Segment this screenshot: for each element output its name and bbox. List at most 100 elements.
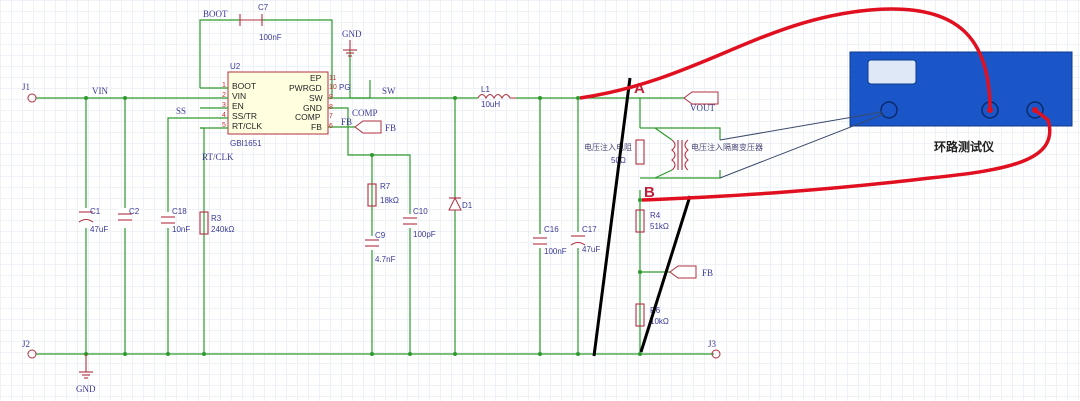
loop-analyzer [849,51,1073,127]
svg-text:电压注入电阻: 电压注入电阻 [584,142,632,152]
svg-text:FB: FB [702,268,713,278]
svg-text:C9: C9 [375,231,386,240]
svg-text:51kΩ: 51kΩ [650,222,669,231]
svg-text:U2: U2 [230,62,241,71]
svg-text:C17: C17 [582,225,597,234]
capacitor-c18: C18 10nF [161,207,190,234]
pin-sw: SW [309,93,323,103]
svg-text:9: 9 [329,94,333,101]
svg-text:10uH: 10uH [481,100,500,109]
svg-text:4: 4 [222,112,226,119]
resistor-r7: R7 18kΩ [367,182,399,207]
svg-text:8: 8 [329,104,333,111]
probe-cables [579,7,1052,202]
capacitor-c16: C16 100nF [533,225,567,256]
capacitor-c9: C9 4.7nF [365,231,396,264]
svg-text:PG: PG [339,83,351,92]
svg-text:D1: D1 [462,201,473,210]
svg-text:100pF: 100pF [413,230,436,239]
svg-text:7: 7 [329,113,333,120]
net-tag-fb-ic: FB FB [341,117,396,134]
capacitor-c10: C10 100pF [403,207,436,239]
isolation-transformer: 电压注入隔离变压器 [654,127,763,179]
svg-text:R4: R4 [650,211,661,220]
svg-text:6: 6 [329,123,333,130]
analyzer-display [867,59,917,85]
svg-text:47uF: 47uF [90,225,108,234]
svg-text:R7: R7 [380,182,391,191]
ic-u2: U2 GBI1651 BOOT VIN EN SS/TR RT/CLK 1 2 … [200,62,351,148]
svg-text:J1: J1 [22,82,30,92]
resistor-r3: R3 240kΩ [199,211,234,235]
svg-text:C16: C16 [544,225,559,234]
pin-rt-clk: RT/CLK [232,121,262,131]
svg-text:3: 3 [222,102,226,109]
svg-text:GND: GND [76,384,96,394]
ground-symbol-top: GND [342,29,362,57]
wires [36,19,721,356]
point-label-a: A [634,80,645,97]
net-label-vin: VIN [92,86,108,96]
connector-j3: J3 [708,339,721,359]
svg-text:FB: FB [341,117,352,127]
svg-text:10kΩ: 10kΩ [650,317,669,326]
svg-text:1: 1 [222,82,226,89]
capacitor-c2: C2 [118,207,140,228]
svg-text:L1: L1 [481,85,490,94]
svg-text:4.7nF: 4.7nF [375,255,396,264]
svg-text:10nF: 10nF [172,225,190,234]
svg-text:2: 2 [222,92,226,99]
pin-pwrgd: PWRGD [289,83,322,93]
svg-text:C10: C10 [413,207,428,216]
svg-text:100nF: 100nF [544,247,567,256]
resistor-r4: R4 51kΩ [635,209,669,233]
pin-en: EN [232,101,244,111]
svg-text:10: 10 [329,84,337,91]
svg-text:18kΩ: 18kΩ [380,196,399,205]
analyzer-terminal-1 [880,101,898,119]
connector-j1: J1 [22,82,37,103]
ground-symbol-bottom: GND [76,354,96,394]
svg-text:R3: R3 [211,214,222,223]
net-tag-fb-divider: FB [669,265,713,279]
net-label-sw: SW [382,86,396,96]
svg-text:5: 5 [222,122,226,129]
svg-text:47uF: 47uF [582,245,600,254]
svg-text:J3: J3 [708,339,717,349]
capacitor-c17: C17 47uF [570,225,600,254]
pin-comp: COMP [295,112,321,122]
capacitor-c7: C7 100nF [239,3,282,42]
svg-text:C2: C2 [129,207,140,216]
pin-boot: BOOT [232,81,256,91]
net-label-boot: BOOT [203,9,228,19]
svg-text:VOUT: VOUT [690,103,715,113]
pin-ss-tr: SS/TR [232,111,257,121]
svg-text:J2: J2 [22,339,30,349]
diode-d1: D1 [448,196,473,211]
break-line-b [639,195,692,353]
svg-text:GND: GND [342,29,362,39]
net-label-ss: SS [176,106,186,116]
capacitor-c1: C1 47uF [78,207,108,234]
injection-resistor: 电压注入电阻 50Ω [584,139,645,165]
pin-vin: VIN [232,91,246,101]
svg-text:11: 11 [329,75,336,82]
svg-text:GBI1651: GBI1651 [230,139,262,148]
svg-text:C7: C7 [258,3,269,12]
break-line-a [592,77,632,357]
pin-gnd: GND [303,103,322,113]
net-tag-vout: VOUT [683,91,719,113]
inductor-l1: L1 10uH [477,85,516,109]
svg-text:FB: FB [385,123,396,133]
net-label-comp: COMP [352,108,378,118]
svg-text:240kΩ: 240kΩ [211,225,234,234]
pin-fb: FB [311,122,322,132]
point-label-b: B [644,184,655,201]
analyzer-label: 环路测试仪 [934,139,995,154]
pin-ep: EP [310,73,322,83]
svg-text:电压注入隔离变压器: 电压注入隔离变压器 [691,142,763,152]
svg-text:100nF: 100nF [259,33,282,42]
svg-text:C1: C1 [90,207,101,216]
